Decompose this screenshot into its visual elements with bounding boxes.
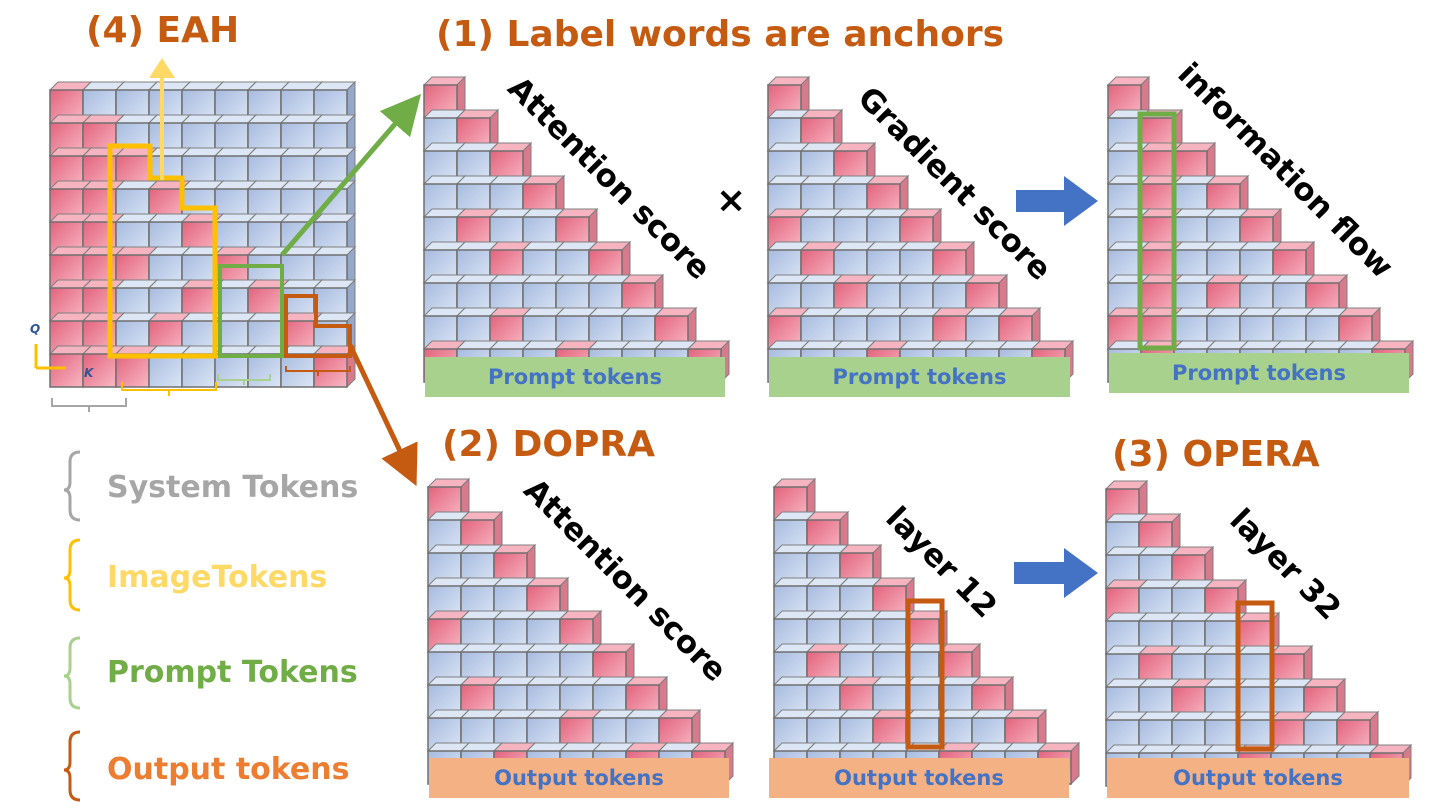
orange-arrow [347, 343, 418, 487]
axis-k-label: K [84, 366, 94, 380]
layer-12-column [905, 598, 945, 750]
legend-prompt-brace [63, 636, 81, 710]
blue-arrow-top [1016, 176, 1098, 226]
information-flow-grid-cell [1106, 75, 1151, 120]
legend-output-brace [63, 730, 81, 802]
output-tokens-bar-1: Output tokens [429, 758, 729, 798]
green-arrow [280, 93, 422, 257]
image-token-region [107, 143, 218, 359]
prompt-token-region [218, 264, 284, 358]
multiply-operator: × [716, 180, 747, 221]
output-tokens-bar-2: Output tokens [769, 758, 1069, 798]
prompt-bracket [217, 374, 271, 385]
output-tokens-bar-3: Output tokens [1107, 758, 1409, 798]
prompt-tokens-bar-3: Prompt tokens [1109, 353, 1409, 393]
image-bracket [121, 382, 217, 396]
output-bracket [285, 366, 351, 376]
legend-system-brace [63, 450, 81, 522]
overlays [34, 58, 1275, 802]
legend-image-tokens: ImageTokens [107, 560, 328, 595]
output-token-region [284, 294, 352, 358]
layer-32-grid-cell [1137, 545, 1182, 590]
title-dopra: (2) DOPRA [442, 424, 655, 465]
title-eah: (4) EAH [86, 10, 240, 51]
title-opera: (3) OPERA [1112, 434, 1320, 475]
prompt-tokens-bar-2: Prompt tokens [769, 357, 1070, 397]
layer-32-column [1235, 600, 1275, 752]
legend-output-tokens: Output tokens [107, 752, 350, 787]
information-flow-column [1137, 111, 1177, 351]
legend-system-tokens: System Tokens [107, 470, 359, 505]
eah-up-arrowhead [149, 58, 175, 78]
prompt-tokens-bar-1: Prompt tokens [425, 357, 725, 397]
layer-12-grid-cell [805, 510, 850, 555]
legend-image-brace [63, 538, 81, 612]
system-bracket [51, 398, 127, 412]
blue-arrow-bottom [1014, 548, 1098, 598]
attention-grids [48, 75, 1415, 788]
legend-prompt-tokens: Prompt Tokens [107, 655, 358, 690]
title-label-words: (1) Label words are anchors [436, 14, 1005, 55]
axis-q-label: Q [30, 322, 41, 336]
